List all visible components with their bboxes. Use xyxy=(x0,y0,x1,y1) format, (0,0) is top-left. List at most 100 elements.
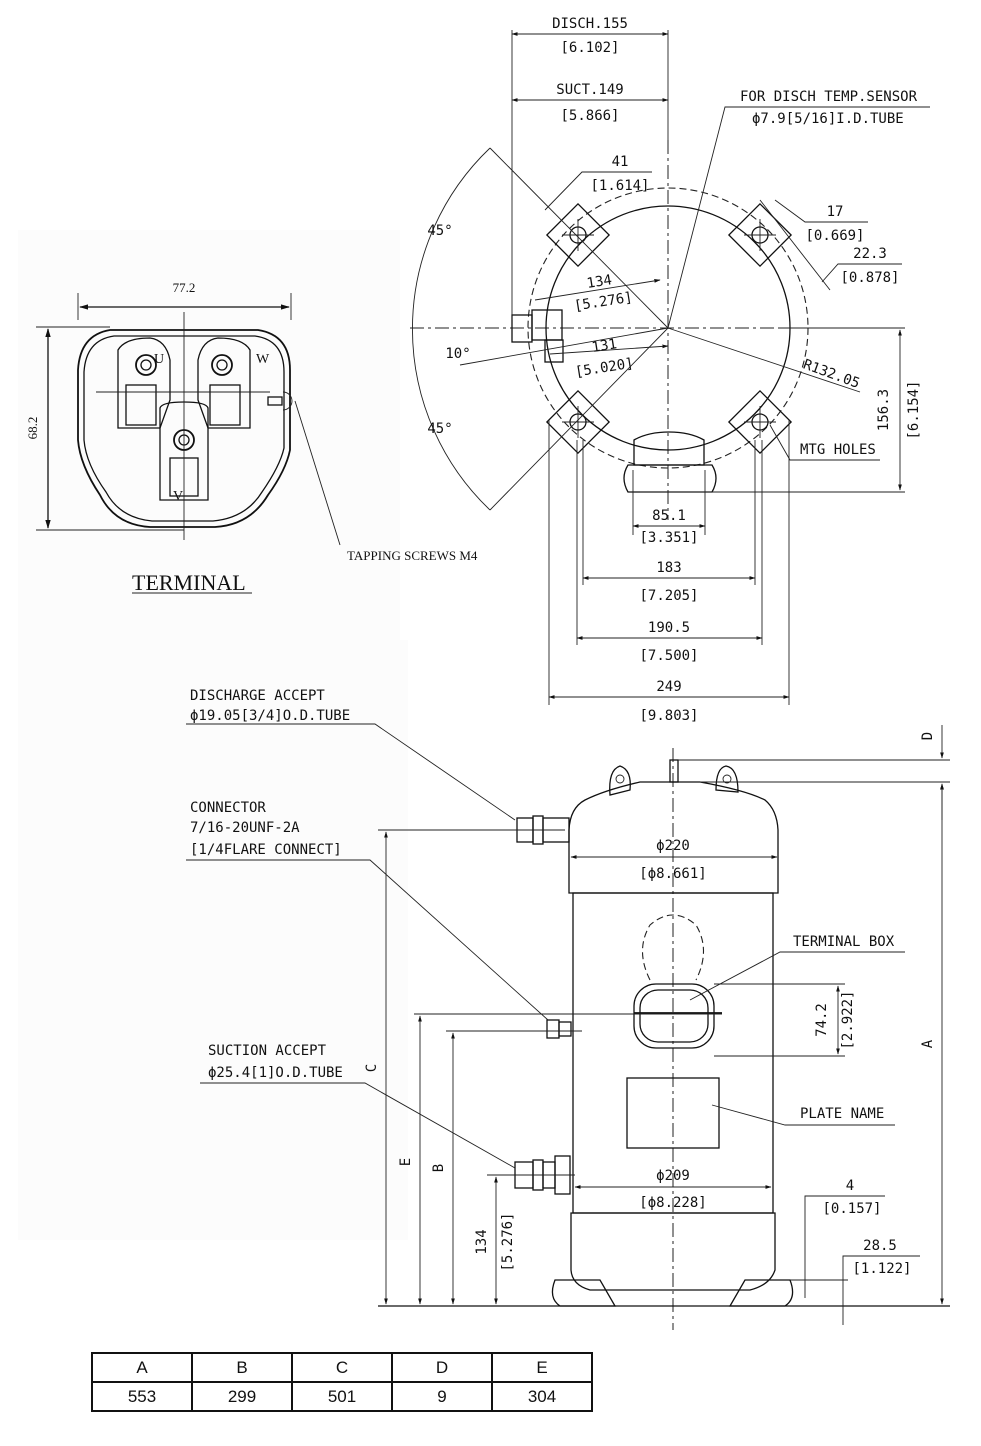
foot-left xyxy=(551,1279,617,1307)
discharge-leader xyxy=(186,723,516,821)
table-header-cell: C xyxy=(291,1352,393,1383)
angle-45-top: 45° xyxy=(427,223,452,239)
sensor-fitting-top xyxy=(544,339,564,363)
screw-leader xyxy=(294,400,341,546)
top-dim-134-inch: [5.276] xyxy=(573,290,634,315)
dia-220-inch: [ϕ8.661] xyxy=(639,866,706,882)
dim-249-inch: [9.803] xyxy=(639,708,698,724)
dim-156-3-inch: [6.154] xyxy=(906,380,922,439)
sensor-tube-side xyxy=(669,759,679,783)
lifting-lug-right xyxy=(715,765,739,793)
dimension-table: A B C D E 553 299 501 9 304 xyxy=(91,1352,593,1412)
tapping-screw xyxy=(267,396,283,406)
letter-a: A xyxy=(920,1039,936,1048)
top-dim-131: 131 xyxy=(591,336,618,356)
table-cell: 304 xyxy=(491,1381,593,1412)
dim-156-3: 156.3 xyxy=(876,389,892,431)
dim-41-inch: [1.614] xyxy=(590,178,649,194)
table-cell: 9 xyxy=(391,1381,493,1412)
tapping-screws-label: TAPPING SCREWS M4 xyxy=(347,548,478,563)
mounting-foot-tr xyxy=(727,202,793,268)
name-plate xyxy=(626,1077,720,1149)
terminal-width-label: 77.2 xyxy=(173,280,196,295)
letter-b: B xyxy=(431,1164,447,1172)
discharge-label-1: DISCHARGE ACCEPT xyxy=(190,688,325,704)
dim-4-inch: [0.157] xyxy=(822,1201,881,1217)
angle-10: 10° xyxy=(445,346,470,362)
dim-190-5-inch: [7.500] xyxy=(639,648,698,664)
dim-74-2-inch: [2.922] xyxy=(840,990,856,1049)
table-header-cell: D xyxy=(391,1352,493,1383)
table-cell: 501 xyxy=(291,1381,393,1412)
table-header-cell: B xyxy=(191,1352,293,1383)
connector-leader xyxy=(186,859,549,1021)
terminal-w-label: W xyxy=(256,352,270,367)
terminal-view: 77.2 68.2 U W V TAPPING SCREWS M4 TERMIN… xyxy=(25,280,478,595)
side-view: ϕ220 [ϕ8.661] ϕ209 [ϕ8.228] DISCHARGE AC… xyxy=(186,688,950,1330)
plate-name-label: PLATE NAME xyxy=(800,1106,884,1122)
dim-4: 4 xyxy=(846,1178,854,1194)
suct-dim-inch: [5.866] xyxy=(560,108,619,124)
terminal-u xyxy=(117,337,171,429)
dia-209: ϕ209 xyxy=(656,1168,690,1184)
dim-249: 249 xyxy=(656,679,681,695)
side-dim-134: 134 xyxy=(474,1229,490,1254)
suct-dim-label: SUCT.149 xyxy=(556,82,623,98)
terminal-box-base-top xyxy=(623,464,717,493)
terminal-box-leader xyxy=(689,951,905,1001)
terminal-box-label: TERMINAL BOX xyxy=(793,934,895,950)
dim-41: 41 xyxy=(612,154,629,170)
disch-dim-label: DISCH.155 xyxy=(552,16,628,32)
terminal-height-label: 68.2 xyxy=(25,417,40,440)
terminal-housing xyxy=(77,329,291,528)
table-row: 553 299 501 9 304 xyxy=(91,1381,593,1412)
suction-label-1: SUCTION ACCEPT xyxy=(208,1043,327,1059)
dim-183-inch: [7.205] xyxy=(639,588,698,604)
side-dim-134-inch: [5.276] xyxy=(500,1212,516,1271)
sensor-label-1: FOR DISCH TEMP.SENSOR xyxy=(740,89,918,105)
dim-17: 17 xyxy=(827,204,844,220)
dim-74-2: 74.2 xyxy=(814,1003,830,1037)
dim-190-5: 190.5 xyxy=(648,620,690,636)
dim-22-3-inch: [0.878] xyxy=(840,270,899,286)
suction-leader xyxy=(200,1082,516,1169)
foot-right xyxy=(728,1279,794,1307)
terminal-u-label: U xyxy=(154,352,164,367)
connector-label-1: CONNECTOR xyxy=(190,800,266,816)
table-cell: 299 xyxy=(191,1381,293,1412)
dim-85-1: 85.1 xyxy=(652,508,686,524)
connector-fitting xyxy=(546,1019,560,1039)
connector-label-3: [1/4FLARE CONNECT] xyxy=(190,842,342,858)
sensor-label-2: ϕ7.9[5/16]I.D.TUBE xyxy=(752,111,904,127)
terminal-box-top xyxy=(633,431,705,466)
terminal-box-hidden xyxy=(641,914,705,981)
plate-name-leader xyxy=(711,1104,895,1126)
terminal-w xyxy=(197,337,251,429)
top-dim-134: 134 xyxy=(586,272,613,292)
angle-arc xyxy=(412,147,491,511)
table-cell: 553 xyxy=(91,1381,193,1412)
letter-e: E xyxy=(398,1158,414,1166)
mounting-foot-tl xyxy=(545,202,611,268)
mounting-foot-bl xyxy=(545,389,611,455)
dim-28-5-inch: [1.122] xyxy=(852,1261,911,1277)
mounting-foot-br xyxy=(727,389,793,455)
dia-220: ϕ220 xyxy=(656,838,690,854)
angle-45-bottom: 45° xyxy=(427,421,452,437)
dim-17-inch: [0.669] xyxy=(805,228,864,244)
table-header-cell: A xyxy=(91,1352,193,1383)
dim-22-3: 22.3 xyxy=(853,246,887,262)
dim-85-1-inch: [3.351] xyxy=(639,530,698,546)
terminal-box-side xyxy=(633,983,715,1049)
top-dim-131-inch: [5.020] xyxy=(574,356,635,381)
bottom-shell xyxy=(570,1212,776,1291)
sensor-leader xyxy=(667,106,930,329)
table-header-row: A B C D E xyxy=(91,1352,593,1383)
letter-d: D xyxy=(920,732,936,740)
dim-183: 183 xyxy=(656,560,681,576)
dim-28-5: 28.5 xyxy=(863,1238,897,1254)
terminal-title: TERMINAL xyxy=(132,570,246,595)
lifting-lug-left xyxy=(609,765,631,796)
suction-label-2: ϕ25.4[1]O.D.TUBE xyxy=(208,1065,343,1081)
